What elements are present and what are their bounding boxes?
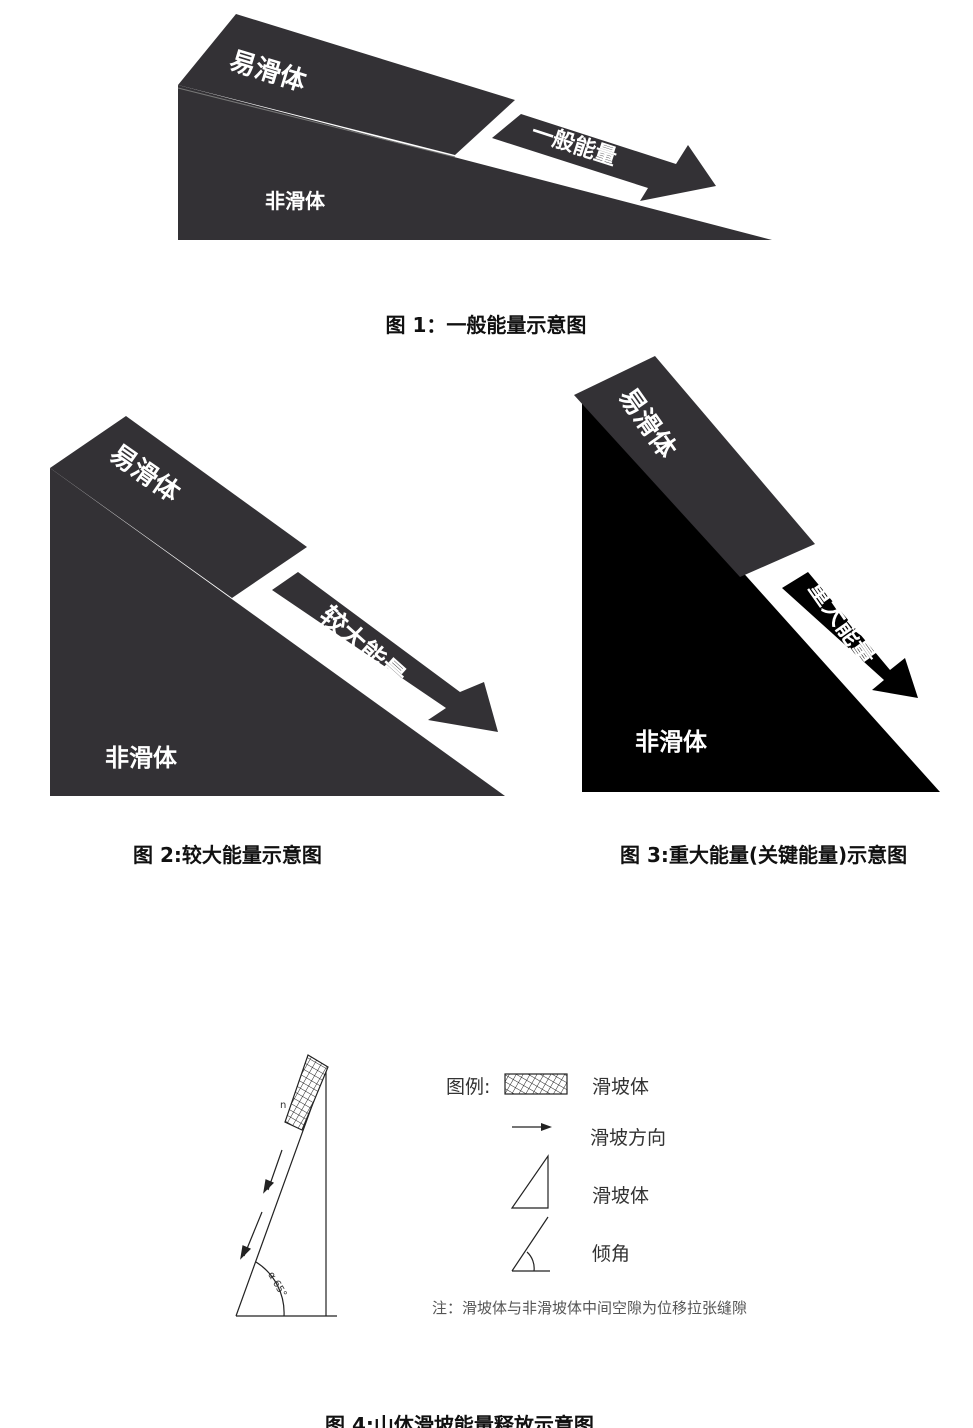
slide-direction-arrow-icon: [240, 1149, 283, 1260]
non-sliding-body-label: 非滑体: [105, 744, 178, 772]
sliding-body-block: [574, 356, 815, 577]
sliding-body-block: [50, 416, 307, 598]
figure-3-caption: 图 3:重大能量(关键能量)示意图: [620, 843, 907, 867]
legend-angle-icon: [511, 1216, 550, 1272]
legend-item: 倾角: [592, 1243, 630, 1265]
sliding-body-block: [178, 14, 515, 155]
legend-title: 图例:: [446, 1076, 490, 1098]
non-sliding-body-slope: [50, 468, 505, 796]
figure-4: α 65° n 图例: 滑坡体 滑坡方向 滑坡体 倾角 注：滑坡体与非滑坡体中间…: [235, 1054, 747, 1428]
energy-arrow: [492, 114, 716, 201]
legend-triangle-icon: [510, 1154, 549, 1209]
legend-item: 滑坡体: [592, 1185, 649, 1207]
figure-1: 易滑体 非滑体 一般能量 图 1：一般能量示意图: [177, 14, 772, 337]
energy-arrow: [782, 572, 918, 698]
legend-note: 注：滑坡体与非滑坡体中间空隙为位移拉张缝隙: [432, 1299, 747, 1317]
non-sliding-body-slope: [178, 85, 772, 240]
angle-arc: [255, 1261, 285, 1317]
sliding-block-hatched: [284, 1054, 329, 1131]
angle-label: α 65°: [265, 1270, 288, 1299]
figure-4-caption: 图 4:山体滑坡能量释放示意图: [325, 1413, 594, 1428]
figure-2-caption: 图 2:较大能量示意图: [133, 843, 322, 867]
non-sliding-body-label: 非滑体: [635, 728, 708, 756]
figure-1-caption: 图 1：一般能量示意图: [386, 313, 587, 337]
energy-arrow: [272, 572, 498, 732]
figure-3: 易滑体 非滑体 重大能量 图 3:重大能量(关键能量)示意图: [574, 356, 940, 867]
non-sliding-body-label: 非滑体: [265, 189, 326, 213]
legend-item: 滑坡体: [592, 1076, 649, 1098]
legend-item: 滑坡方向: [590, 1127, 666, 1149]
block-label: n: [280, 1100, 286, 1111]
figure-2: 易滑体 非滑体 较大能量 图 2:较大能量示意图: [50, 416, 505, 867]
legend-hatch-swatch: [504, 1073, 568, 1095]
